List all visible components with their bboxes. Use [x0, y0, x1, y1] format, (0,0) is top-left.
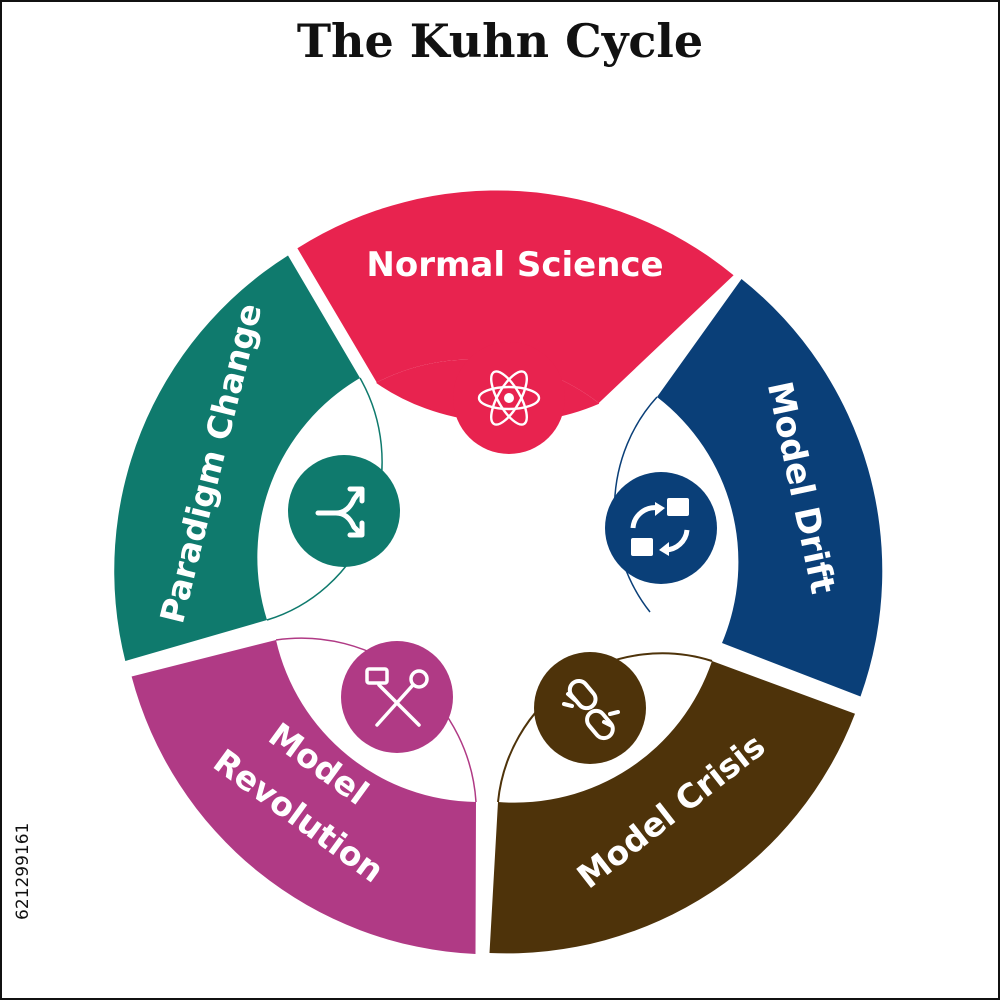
split-arrows-icon	[288, 455, 400, 567]
diagram-title: The Kuhn Cycle	[296, 14, 704, 68]
segment-model-revolution: Model Revolution	[131, 637, 477, 954]
stock-id-text: 621299161	[13, 823, 33, 920]
segment-normal-science-label: Normal Science	[366, 245, 663, 285]
segment-model-revolution-band	[131, 640, 476, 954]
broken-link-icon	[534, 652, 646, 764]
segment-model-crisis: Model Crisis	[489, 652, 855, 954]
segment-model-crisis-band	[489, 661, 855, 954]
segment-normal-science-band	[297, 190, 734, 403]
segment-paradigm-change-band	[114, 255, 361, 661]
segment-model-drift-band	[657, 279, 883, 697]
swap-icon	[605, 472, 717, 584]
segment-model-drift: Model Drift	[605, 279, 883, 697]
stock-id: 621299161	[13, 823, 33, 920]
tools-icon	[341, 641, 453, 753]
segment-normal-science: Normal Science	[297, 190, 734, 454]
atom-icon	[453, 342, 565, 454]
